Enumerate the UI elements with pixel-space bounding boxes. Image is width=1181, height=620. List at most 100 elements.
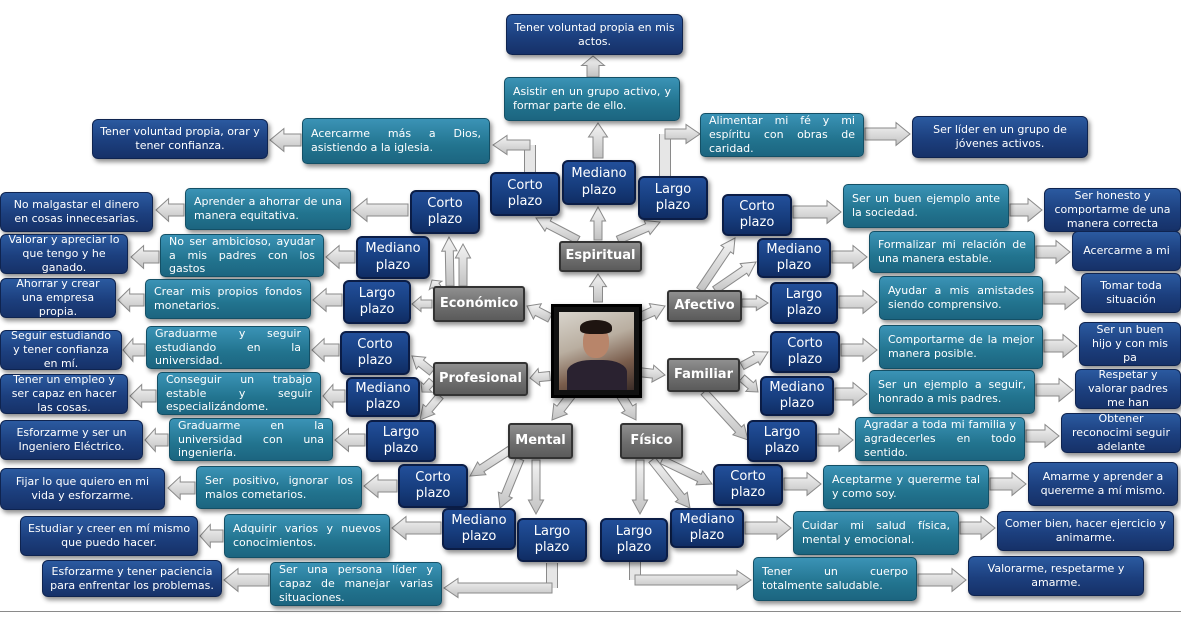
- connector-arrow: [744, 515, 792, 541]
- profesional-largo-plazo: Largo plazo: [366, 420, 436, 462]
- connector-arrow: [535, 217, 581, 245]
- connector-arrow: [443, 577, 553, 599]
- connector-arrow: [864, 121, 911, 147]
- afectivo-corto-next: Ser honesto y comportarme de una manera …: [1044, 188, 1181, 232]
- fisico-mediano-goal: Cuidar mi salud física, mental y emocion…: [793, 511, 959, 555]
- fisico-mediano-plazo: Mediano plazo: [670, 508, 744, 548]
- connector-arrow: [497, 456, 525, 509]
- economico-mediano-plazo: Mediano plazo: [356, 236, 430, 279]
- profesional-largo-next: Esforzarme y ser un Ingeniero Eléctrico.: [0, 420, 143, 460]
- connector-arrow: [664, 123, 701, 145]
- connector-arrow: [1035, 377, 1074, 403]
- connector-arrow: [817, 427, 854, 453]
- connector-arrow: [130, 244, 160, 270]
- connector-arrow: [322, 383, 346, 409]
- connector-arrow: [419, 392, 444, 421]
- familiar-largo-goal: Agradar a toda mi familia y agradecerles…: [855, 417, 1025, 461]
- connector-arrow: [529, 367, 551, 387]
- afectivo-largo-next: Tomar toda situación: [1081, 273, 1181, 313]
- connector-arrow: [1025, 423, 1060, 449]
- mental-mediano-plazo: Mediano plazo: [442, 508, 516, 550]
- espiritual-mediano-plazo: Mediano plazo: [562, 160, 636, 205]
- connector-arrow: [167, 475, 196, 501]
- profesional-corto-plazo: Corto plazo: [340, 331, 410, 375]
- connector-arrow: [840, 337, 878, 363]
- connector-arrow: [712, 261, 757, 294]
- connector-arrow: [792, 199, 842, 225]
- category-mental: Mental: [508, 423, 573, 459]
- connector-arrow: [738, 374, 759, 393]
- connector-arrow: [129, 383, 157, 409]
- mental-corto-next: Fijar lo que quiero en mi vida y esforza…: [0, 468, 165, 510]
- connector-arrow: [588, 273, 608, 303]
- connector-arrow: [589, 205, 607, 241]
- familiar-corto-next: Ser un buen hijo y con mis pa: [1079, 322, 1181, 366]
- connector-arrow: [269, 127, 302, 153]
- economico-corto-goal: Aprender a ahorrar de una manera equitat…: [185, 188, 351, 230]
- category-familiar: Familiar: [667, 358, 740, 392]
- connector-arrow: [648, 456, 691, 509]
- connector-arrow: [1035, 239, 1071, 265]
- mental-mediano-goal: Adquirir varios y nuevos conocimientos.: [224, 514, 390, 558]
- fisico-corto-next: Amarme y aprender a quererme a mí mismo.: [1028, 462, 1178, 506]
- connector-arrow: [587, 122, 609, 159]
- connector-arrow: [454, 242, 472, 287]
- connector-arrow: [469, 445, 513, 477]
- espiritual-largo-plazo: Largo plazo: [638, 176, 708, 220]
- connector-arrow: [739, 351, 769, 371]
- afectivo-mediano-plazo: Mediano plazo: [757, 238, 831, 278]
- profesional-corto-next: Seguir estudiando y tener confianza en m…: [0, 329, 122, 370]
- profesional-mediano-plazo: Mediano plazo: [346, 377, 420, 417]
- connector-arrow: [363, 473, 398, 499]
- familiar-corto-goal: Comportarme de la mejor manera posible.: [879, 325, 1043, 369]
- afectivo-largo-plazo: Largo plazo: [770, 282, 838, 324]
- connector-arrow: [1043, 333, 1078, 359]
- fisico-largo-plazo: Largo plazo: [600, 518, 668, 562]
- connector-arrow: [831, 244, 868, 270]
- connector-arrow: [144, 427, 169, 453]
- espiritual-corto-next: Tener voluntad propia, orar y tener conf…: [92, 119, 268, 159]
- economico-mediano-goal: No ser ambicioso, ayudar a mis padres co…: [160, 234, 324, 277]
- mental-largo-next: Esforzarme y tener paciencia para enfren…: [42, 560, 222, 597]
- person-photo-image: [559, 312, 634, 390]
- familiar-mediano-plazo: Mediano plazo: [760, 376, 834, 416]
- category-afectivo: Afectivo: [667, 290, 742, 322]
- fisico-corto-goal: Aceptarme y quererme tal y como soy.: [823, 465, 989, 509]
- category-profesional: Profesional: [433, 362, 528, 396]
- bottom-divider: [0, 611, 1181, 612]
- connector-arrow: [580, 55, 606, 78]
- connector-arrow: [959, 515, 996, 541]
- profesional-mediano-next: Tener un empleo y ser capaz en hacer las…: [0, 373, 128, 414]
- connector-arrow: [122, 337, 146, 363]
- connector-arrow: [334, 427, 366, 453]
- economico-largo-next: Ahorrar y crear una empresa propia.: [0, 277, 116, 318]
- connector-arrow: [917, 567, 967, 593]
- connector-arrow: [223, 567, 270, 593]
- category-fisico: Físico: [620, 423, 683, 459]
- center-photo: [551, 304, 642, 398]
- connector-arrow: [440, 235, 458, 287]
- profesional-largo-goal: Graduarme en la universidad con una inge…: [169, 418, 333, 461]
- mental-largo-plazo: Largo plazo: [517, 518, 587, 562]
- afectivo-mediano-next: Acercarme a mi: [1072, 231, 1181, 271]
- espiritual-largo-goal: Alimentar mi fé y mi espíritu con obras …: [700, 113, 864, 157]
- economico-mediano-next: Valorar y apreciar lo que tengo y he gan…: [0, 233, 128, 274]
- connector-arrow: [311, 337, 340, 363]
- connector-arrow: [631, 459, 649, 516]
- connector-arrow: [312, 287, 343, 313]
- espiritual-largo-next: Ser líder en un grupo de jóvenes activos…: [912, 116, 1088, 158]
- connector-arrow: [526, 303, 553, 323]
- mental-mediano-next: Estudiar y creer en mí mismo que puedo h…: [20, 516, 198, 556]
- connector-arrow: [838, 289, 878, 315]
- fisico-mediano-next: Comer bien, hacer ejercicio y animarme.: [997, 511, 1174, 551]
- afectivo-corto-plazo: Corto plazo: [722, 194, 792, 236]
- connector-arrow: [659, 455, 713, 486]
- connector-arrow: [325, 244, 356, 270]
- connector-arrow: [700, 388, 749, 441]
- connector-arrow: [989, 471, 1027, 497]
- afectivo-corto-goal: Ser un buen ejemplo ante la sociedad.: [843, 184, 1009, 228]
- fisico-largo-goal: Tener un cuerpo totalmente saludable.: [753, 557, 917, 601]
- connector-arrow: [117, 287, 145, 313]
- connector-arrow: [411, 295, 433, 313]
- fisico-largo-next: Valorarme, respetarme y amarme.: [968, 556, 1144, 596]
